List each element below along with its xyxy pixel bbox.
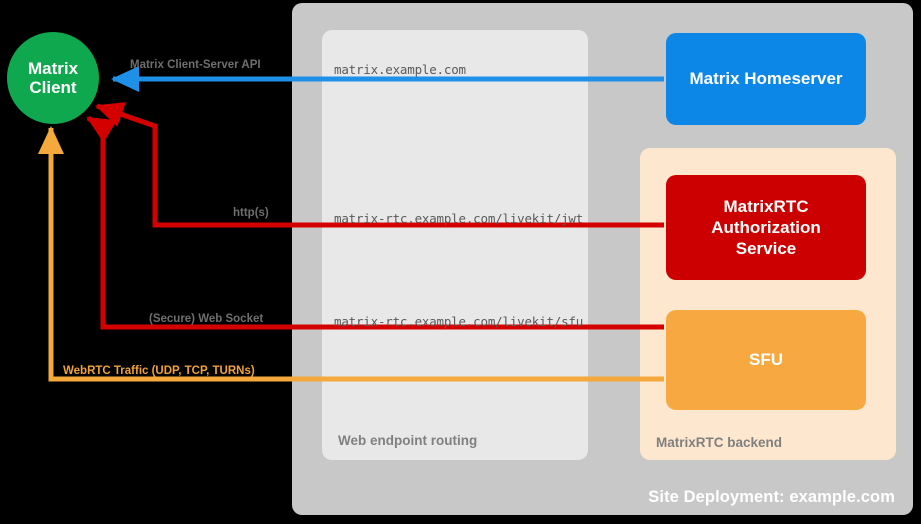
edge-endpoint-livekit-jwt: matrix-rtc.example.com/livekit/jwt (334, 211, 584, 226)
site-deployment-label: Site Deployment: example.com (648, 488, 895, 506)
node-matrix-homeserver-label: Matrix Homeserver (689, 69, 843, 88)
web-endpoint-routing-label: Web endpoint routing (338, 433, 478, 448)
edge-endpoint-livekit-sfu: matrix-rtc.example.com/livekit/sfu (334, 314, 584, 329)
node-auth-service-line3: Service (735, 239, 797, 259)
node-matrix-client-label: Matrix Client (28, 59, 78, 97)
edge-label-webrtc-traffic: WebRTC Traffic (UDP, TCP, TURNs) (63, 365, 255, 377)
edge-endpoint-matrix-example-com: matrix.example.com (334, 62, 466, 77)
node-matrixrtc-authorization-service[interactable]: MatrixRTC Authorization Service (666, 175, 866, 280)
node-auth-service-line1: MatrixRTC (723, 196, 809, 216)
node-matrix-client-line1: Matrix (27, 58, 79, 78)
node-sfu[interactable]: SFU (666, 310, 866, 410)
edge-label-https: http(s) (233, 207, 269, 219)
edge-label-client-server-api: Matrix Client-Server API (130, 59, 261, 71)
node-matrix-client[interactable]: Matrix Client (7, 32, 99, 124)
node-sfu-label: SFU (749, 350, 783, 369)
node-matrix-client-line2: Client (29, 78, 77, 97)
node-auth-service-label: MatrixRTC Authorization Service (711, 196, 821, 260)
edge-label-secure-web-socket: (Secure) Web Socket (149, 313, 264, 325)
node-auth-service-line2: Authorization (711, 217, 821, 237)
matrixrtc-backend-label: MatrixRTC backend (656, 435, 783, 450)
web-endpoint-routing-container: Web endpoint routing (322, 30, 588, 460)
node-matrix-homeserver[interactable]: Matrix Homeserver (666, 33, 866, 125)
